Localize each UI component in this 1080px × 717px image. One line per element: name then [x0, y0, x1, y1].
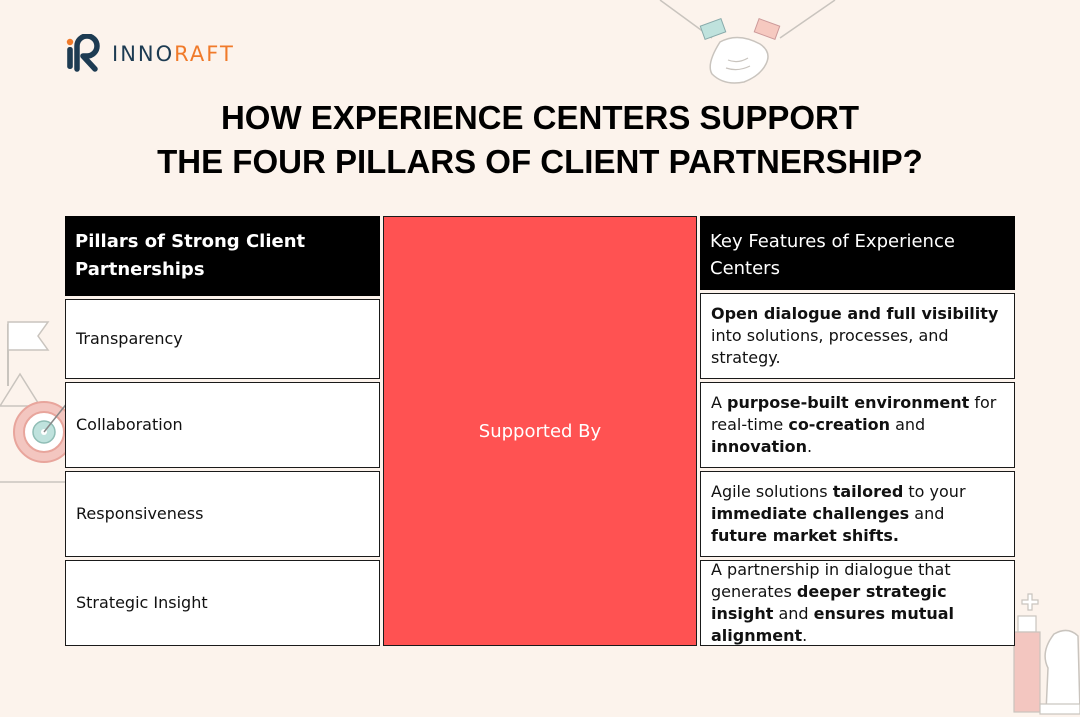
feature-text: A purpose-built environment for real-tim… [711, 392, 1004, 458]
feature-text-bold: immediate challenges [711, 504, 910, 523]
title-line-2: THE FOUR PILLARS OF CLIENT PARTNERSHIP? [157, 143, 923, 180]
feature-text: Open dialogue and full visibility into s… [711, 303, 1004, 369]
brand-name: INNORAFT [112, 42, 235, 66]
left-column-header: Pillars of Strong Client Partnerships [65, 216, 380, 296]
chess-pieces-icon [1013, 593, 1080, 715]
pillar-label: Strategic Insight [76, 593, 208, 612]
feature-text-bold: ensures mutual alignment [711, 604, 955, 645]
feature-text: Agile solutions tailored to your immedia… [711, 481, 1004, 547]
feature-text-run: and [909, 504, 945, 523]
brand-name-part1: INNO [112, 42, 175, 66]
pillar-responsiveness: Responsiveness [65, 471, 380, 557]
feature-text-run: for real-time [711, 393, 997, 434]
feature-text-run: and [889, 415, 926, 434]
feature-text-run: . [807, 437, 813, 456]
feature-text-run: to your [903, 482, 966, 501]
feature-item-1: Open dialogue and full visibility into s… [700, 293, 1015, 379]
handshake-icon [659, 0, 836, 84]
brand-logo: INNORAFT [64, 34, 235, 74]
feature-text-run: A partnership in dialogue that generates [711, 560, 951, 601]
title-line-1: HOW EXPERIENCE CENTERS SUPPORT [220, 99, 860, 136]
feature-text-bold: Open dialogue and full visibility [711, 304, 999, 323]
pillar-transparency: Transparency [65, 299, 380, 379]
innoraft-logo-icon [66, 34, 100, 72]
feature-text-run: and [773, 604, 814, 623]
feature-text-run: Agile solutions [711, 482, 833, 501]
brand-name-part2: RAFT [174, 42, 235, 66]
pillar-label: Transparency [76, 329, 183, 348]
right-column-header: Key Features of Experience Centers [700, 216, 1015, 290]
pillar-label: Responsiveness [76, 504, 204, 523]
feature-text-run: . [802, 626, 808, 645]
supported-by-label: Supported By [478, 420, 602, 442]
feature-text-bold: tailored [832, 482, 904, 501]
page-title: HOW EXPERIENCE CENTERS SUPPORT THE FOUR … [0, 96, 1080, 184]
feature-item-3: Agile solutions tailored to your immedia… [700, 471, 1015, 557]
feature-text-run: into solutions, processes, and strategy. [711, 326, 949, 367]
feature-text-bold: deeper strategic insight [711, 582, 947, 623]
pillar-collaboration: Collaboration [65, 382, 380, 468]
feature-text-bold: future market shifts. [711, 526, 899, 545]
feature-text-bold: innovation [711, 437, 807, 456]
feature-text-run: A [711, 393, 728, 412]
feature-item-4: A partnership in dialogue that generates… [700, 560, 1015, 646]
flag-target-icon [0, 321, 70, 483]
supported-by-block: Supported By [383, 216, 697, 646]
feature-text: A partnership in dialogue that generates… [711, 559, 1004, 647]
feature-text-bold: purpose-built environment [727, 393, 970, 412]
feature-text-bold: co-creation [788, 415, 890, 434]
pillar-label: Collaboration [76, 415, 183, 434]
pillar-strategic-insight: Strategic Insight [65, 560, 380, 646]
feature-item-2: A purpose-built environment for real-tim… [700, 382, 1015, 468]
